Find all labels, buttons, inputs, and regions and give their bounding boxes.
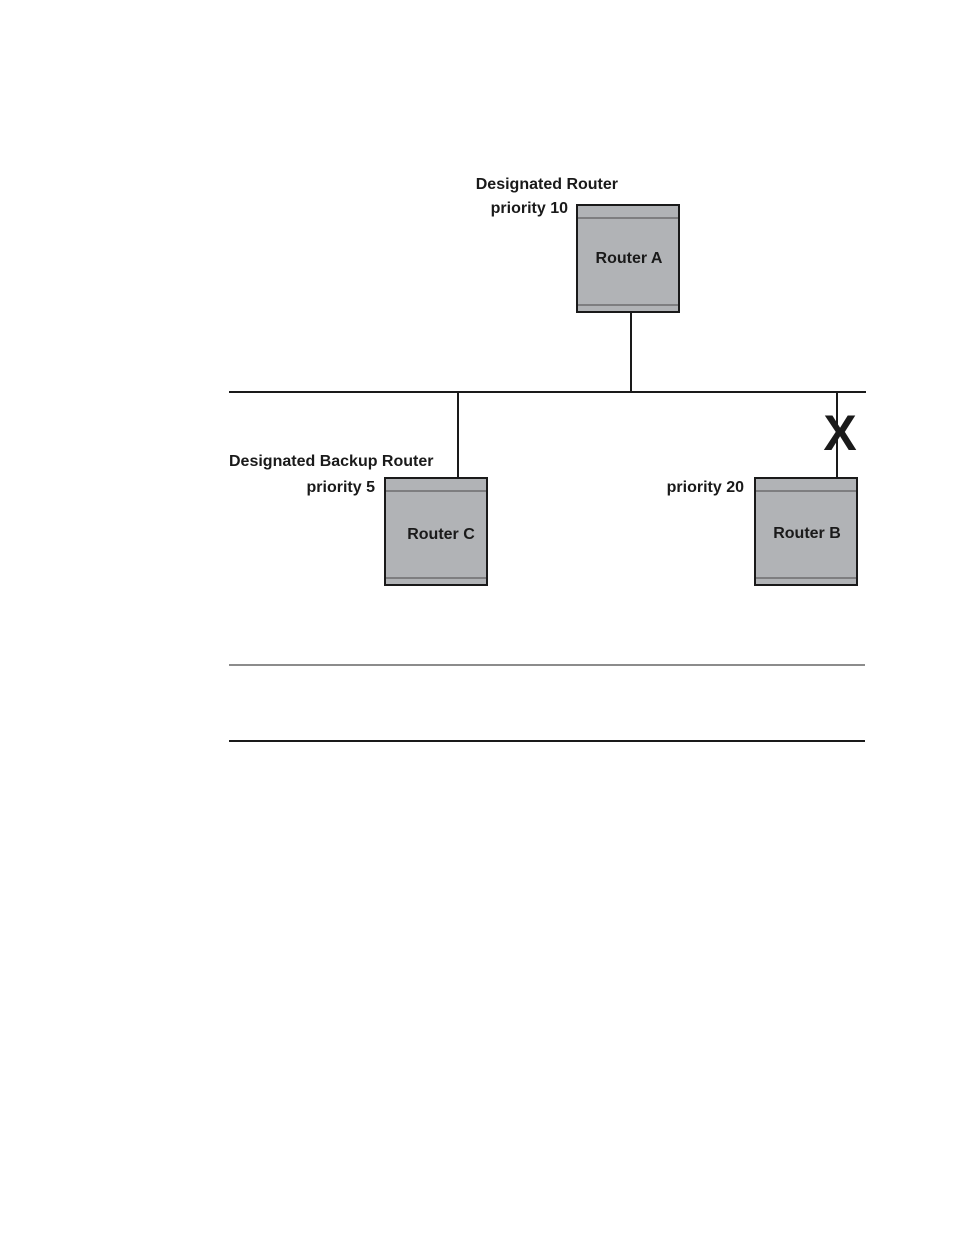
router-c-label: Router C <box>407 526 475 543</box>
designated-backup-router-label: Designated Backup Router <box>229 453 433 470</box>
router-b-label: Router B <box>773 525 841 542</box>
designated-router-label: Designated Router <box>476 176 618 193</box>
router-c: Router C <box>385 478 487 585</box>
link-down-x-mark: X <box>823 405 856 461</box>
router-a-label: Router A <box>596 250 663 267</box>
router-b-priority-label: priority 20 <box>667 479 744 496</box>
router-a-priority-label: priority 10 <box>491 200 568 217</box>
router-c-priority-label: priority 5 <box>307 479 376 496</box>
router-b: Router B <box>755 478 857 585</box>
router-a: Router A <box>577 205 679 312</box>
